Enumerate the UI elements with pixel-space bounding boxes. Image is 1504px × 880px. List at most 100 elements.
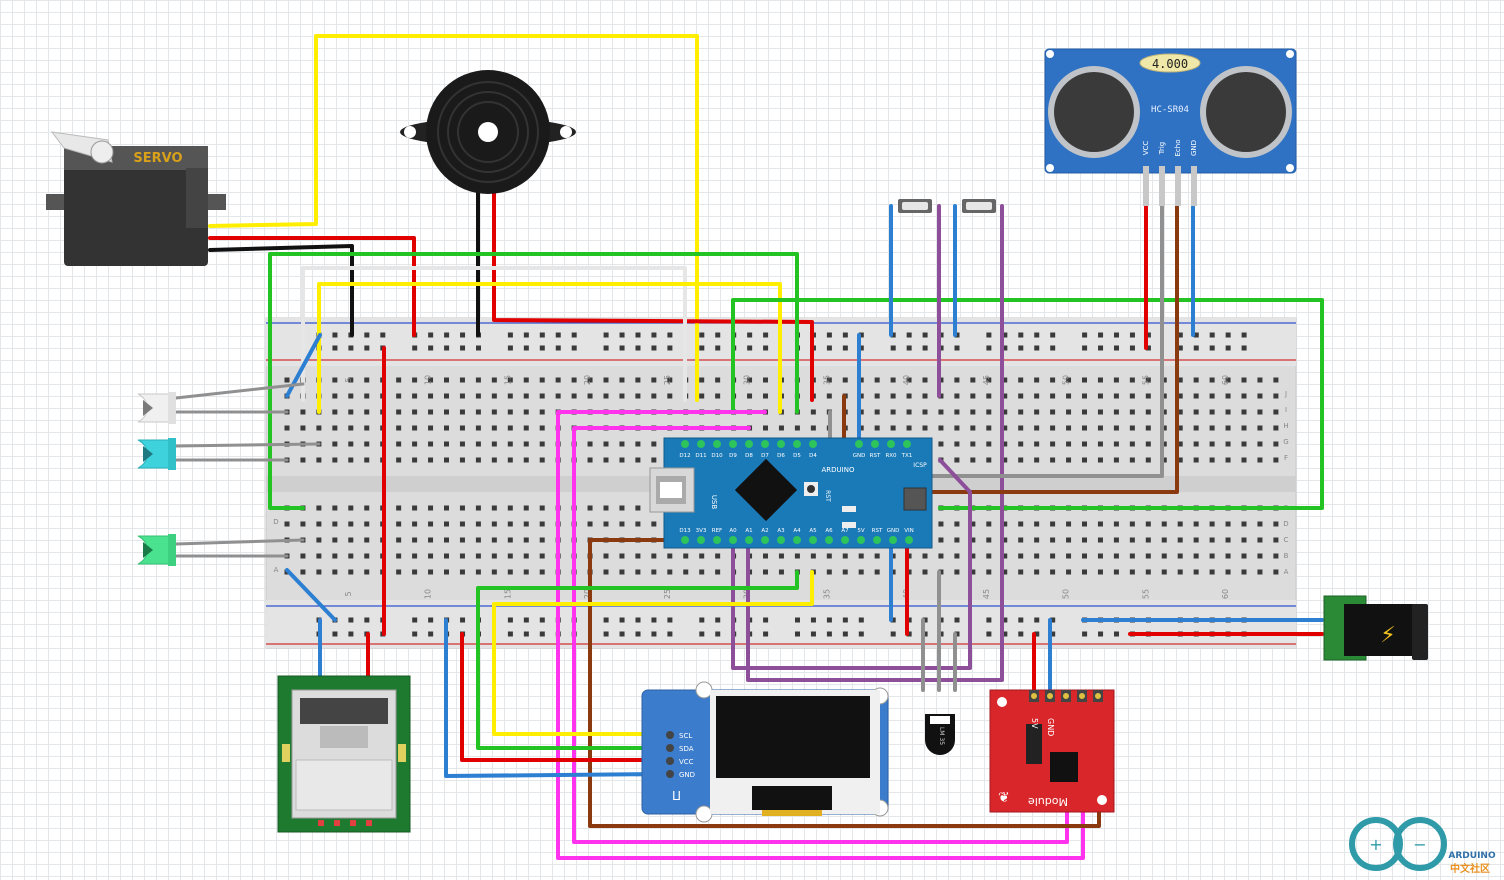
breadboard-hole	[539, 521, 545, 527]
buzzer-hole-icon	[478, 122, 498, 142]
breadboard-hole	[986, 441, 992, 447]
oled-pin-label: SCL	[679, 732, 692, 740]
column-number: 55	[1141, 589, 1150, 599]
pushbutton-2	[962, 199, 996, 213]
breadboard-hole	[763, 425, 768, 431]
breadboard-hole	[890, 377, 896, 383]
breadboard-hole	[1241, 377, 1247, 383]
breadboard-hole	[396, 553, 402, 559]
rail-hole	[603, 345, 609, 351]
wire-led3-a	[174, 538, 305, 546]
breadboard-hole	[1209, 441, 1215, 447]
rail-hole	[460, 345, 466, 351]
rail-hole	[332, 345, 338, 351]
breadboard-hole	[826, 377, 832, 383]
breadboard-hole	[348, 457, 354, 463]
breadboard-hole	[507, 457, 513, 463]
breadboard-hole	[635, 393, 641, 399]
module-logo-icon: ❦	[998, 790, 1010, 806]
nano-pin	[745, 536, 753, 544]
breadboard-hole	[459, 409, 465, 415]
breadboard-hole	[348, 505, 354, 511]
breadboard-hole	[364, 537, 370, 543]
breadboard-hole	[1050, 537, 1056, 543]
breadboard-hole	[1129, 377, 1135, 383]
breadboard-hole	[1273, 457, 1279, 463]
breadboard-hole	[491, 537, 497, 543]
breadboard-hole	[858, 393, 864, 399]
breadboard-hole	[635, 521, 641, 527]
breadboard-hole	[1018, 537, 1024, 543]
breadboard-hole	[683, 569, 689, 575]
breadboard-hole	[412, 393, 418, 399]
breadboard-hole	[523, 393, 529, 399]
breadboard-hole	[1097, 377, 1103, 383]
breadboard-hole	[970, 409, 976, 415]
breadboard-hole	[1129, 537, 1135, 543]
breadboard-hole	[954, 409, 960, 415]
breadboard-hole	[1050, 377, 1056, 383]
breadboard-hole	[1113, 569, 1119, 575]
breadboard-hole	[1082, 441, 1087, 447]
breadboard-hole	[1082, 537, 1087, 543]
breadboard-hole	[1273, 521, 1279, 527]
rail-hole	[890, 332, 896, 338]
breadboard-hole	[683, 553, 689, 559]
breadboard-hole	[507, 569, 513, 575]
breadboard-hole	[1257, 393, 1263, 399]
column-number: 50	[1062, 589, 1071, 599]
rail-hole	[539, 617, 545, 623]
rail-hole	[1129, 345, 1135, 351]
breadboard-hole	[523, 377, 529, 383]
breadboard-hole	[316, 425, 322, 431]
breadboard-hole	[507, 521, 513, 527]
breadboard-hole	[459, 393, 465, 399]
breadboard-hole	[715, 393, 721, 399]
column-number: 60	[1221, 589, 1230, 599]
logo-plus-icon: +	[1369, 835, 1382, 854]
breadboard-hole	[475, 521, 481, 527]
breadboard-hole	[1257, 425, 1263, 431]
nano-pin	[729, 440, 737, 448]
row-letter: G	[1283, 438, 1288, 446]
breadboard-hole	[571, 377, 577, 383]
breadboard-hole	[539, 425, 545, 431]
rail-hole	[1034, 345, 1040, 351]
breadboard-hole	[1082, 553, 1087, 559]
wire-black-servo	[208, 244, 354, 337]
breadboard-hole	[412, 569, 418, 575]
breadboard-hole	[635, 457, 641, 463]
breadboard-hole	[619, 377, 625, 383]
nano-pin-label: A3	[777, 528, 785, 534]
breadboard-hole	[332, 441, 338, 447]
breadboard-hole	[1034, 425, 1040, 431]
row-letter: I	[1285, 406, 1287, 414]
rail-hole	[1225, 332, 1231, 338]
row-letter: D	[1283, 520, 1288, 528]
nano-icsp-label: ICSP	[913, 462, 927, 469]
rail-hole	[986, 631, 992, 637]
breadboard-hole	[858, 569, 864, 575]
breadboard-hole	[970, 425, 976, 431]
wire-green-2	[731, 298, 1324, 510]
breadboard-hole	[906, 393, 912, 399]
breadboard-hole	[986, 553, 992, 559]
rail-hole	[635, 631, 641, 637]
breadboard-hole	[619, 505, 625, 511]
nano-pin-label: TX1	[901, 453, 913, 459]
rail-hole	[922, 631, 928, 637]
rail-hole	[651, 631, 657, 637]
nano-pin	[793, 440, 801, 448]
rail-hole	[906, 345, 912, 351]
breadboard-hole	[603, 393, 609, 399]
breadboard-hole	[587, 441, 593, 447]
breadboard-hole	[539, 537, 545, 543]
rail-hole	[428, 631, 434, 637]
breadboard-hole	[523, 441, 529, 447]
rail-hole	[747, 332, 753, 338]
breadboard-hole	[364, 521, 370, 527]
breadboard-hole	[1273, 409, 1279, 415]
breadboard-hole	[1050, 457, 1056, 463]
breadboard-hole	[619, 521, 625, 527]
